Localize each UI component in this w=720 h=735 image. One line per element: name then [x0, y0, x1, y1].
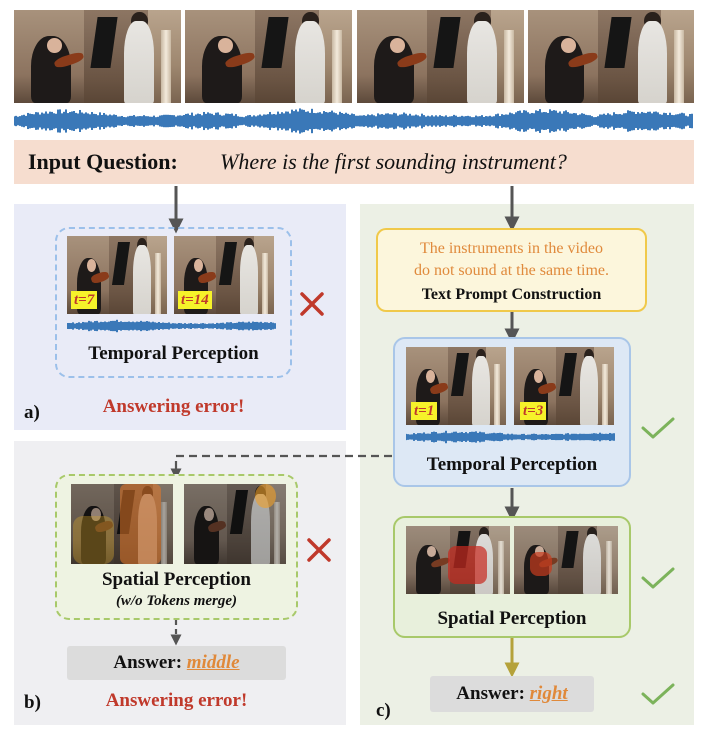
- c-frame-4-heatmap: [514, 526, 618, 594]
- video-frame-3: [357, 10, 524, 103]
- a-time-tag-1: t=7: [71, 291, 98, 309]
- video-frame-4: [528, 10, 694, 103]
- question-text: Where is the first sounding instrument?: [220, 149, 567, 174]
- panel-c-tag: c): [376, 700, 391, 721]
- c-check-icon-2: [641, 567, 675, 589]
- b-answering-error: Answering error!: [105, 690, 248, 711]
- b-answer-prefix: Answer:: [113, 652, 183, 673]
- audio-waveform: [14, 108, 693, 134]
- question-label: Input Question:: [28, 149, 178, 174]
- a-temporal-perception-label: Temporal Perception: [88, 343, 259, 364]
- a-audio-waveform: [67, 319, 276, 333]
- c-check-icon-3: [641, 683, 675, 705]
- panel-b-tag: b): [24, 692, 41, 713]
- c-audio-waveform: [406, 430, 615, 444]
- c-frame-3-heatmap: [406, 526, 510, 594]
- c-answer-word: right: [529, 683, 568, 704]
- b-cross-icon: [307, 538, 331, 562]
- dashed-arrow-temporal-to-b: [170, 454, 392, 480]
- temporal-perception-box-a: [55, 227, 292, 378]
- a-frame-1: [67, 236, 167, 314]
- c-answer-prefix: Answer:: [456, 683, 525, 704]
- video-frame-1: [14, 10, 181, 103]
- b-answer-box: Answer: middle: [67, 646, 286, 680]
- b-answer-word: middle: [186, 652, 240, 673]
- prompt-title: Text Prompt Construction: [421, 286, 602, 303]
- c-check-icon-1: [641, 417, 675, 439]
- a-answering-error: Answering error!: [102, 396, 245, 417]
- b-frame-2-heatmap: [184, 484, 286, 564]
- c-answer-box: Answer: right: [430, 676, 594, 712]
- prompt-line-1: The instruments in the video: [419, 240, 604, 257]
- b-spatial-perception-sublabel: (w/o Tokens merge): [115, 593, 238, 609]
- a-cross-icon: [300, 292, 324, 316]
- input-question-bar: Input Question: Where is the first sound…: [14, 140, 694, 184]
- c-time-tag-2: t=3: [520, 402, 547, 420]
- panel-a-tag: a): [24, 402, 40, 423]
- video-frame-2: [185, 10, 352, 103]
- c-spatial-perception-label: Spatial Perception: [437, 608, 587, 629]
- c-temporal-perception-label: Temporal Perception: [426, 454, 598, 475]
- prompt-line-2: do not sound at the same time.: [413, 262, 610, 279]
- c-time-tag-1: t=1: [411, 402, 438, 420]
- b-frame-1-heatmap: [71, 484, 173, 564]
- a-frame-2: [174, 236, 274, 314]
- text-prompt-box: The instruments in the video do not soun…: [376, 228, 647, 312]
- b-spatial-perception-label: Spatial Perception: [101, 569, 251, 590]
- a-time-tag-2: t=14: [178, 291, 212, 309]
